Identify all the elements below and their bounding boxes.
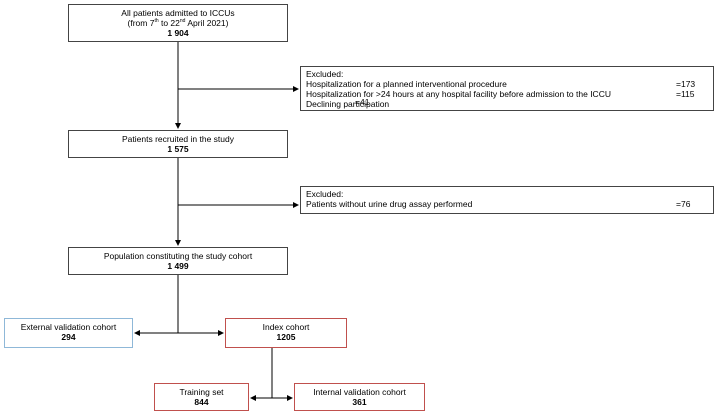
excluded-item-label: Patients without urine drug assay perfor…: [306, 199, 473, 209]
excluded-item-value: =115: [676, 89, 695, 99]
excluded-item-label: Hospitalization for a planned interventi…: [306, 79, 507, 89]
external-validation-label: External validation cohort: [20, 322, 117, 332]
training-set-count: 844: [194, 397, 209, 407]
internal-validation-box: Internal validation cohort 361: [294, 383, 425, 411]
all-patients-count: 1 904: [167, 28, 189, 38]
excluded-item-value: =173: [676, 79, 696, 89]
excluded-item: Hospitalization for >24 hours at any hos…: [306, 89, 708, 99]
excluded-item: Hospitalization for a planned interventi…: [306, 79, 708, 89]
external-validation-box: External validation cohort 294: [4, 318, 133, 348]
excluded-item-label: Declining participation: [306, 99, 390, 109]
study-cohort-count: 1 499: [167, 261, 189, 271]
excluded-item-value: =76: [676, 199, 691, 209]
excluded-title: Excluded:: [306, 69, 344, 79]
index-cohort-count: 1205: [276, 332, 296, 342]
all-patients-label: All patients admitted to ICCUs: [121, 8, 235, 18]
study-cohort-label: Population constituting the study cohort: [103, 251, 253, 261]
all-patients-box: All patients admitted to ICCUs (from 7th…: [68, 4, 288, 42]
excluded-item: Patients without urine drug assay perfor…: [306, 199, 708, 209]
excluded-box-1: Excluded: Hospitalization for a planned …: [300, 66, 714, 111]
excluded-title: Excluded:: [306, 189, 344, 199]
excluded-item-label: Hospitalization for >24 hours at any hos…: [306, 89, 611, 99]
recruited-count: 1 575: [167, 144, 189, 154]
recruited-label: Patients recruited in the study: [122, 134, 234, 144]
external-validation-count: 294: [61, 332, 76, 342]
training-set-label: Training set: [179, 387, 224, 397]
date-range-label: (from 7th to 22nd April 2021): [127, 18, 229, 28]
index-cohort-label: Index cohort: [262, 322, 310, 332]
internal-validation-label: Internal validation cohort: [313, 387, 406, 397]
excluded-box-2: Excluded: Patients without urine drug as…: [300, 186, 714, 214]
excluded-item: Declining participation: [306, 99, 708, 109]
index-cohort-box: Index cohort 1205: [225, 318, 347, 348]
recruited-box: Patients recruited in the study 1 575: [68, 130, 288, 158]
excluded-item-value: =41: [355, 97, 370, 107]
internal-validation-count: 361: [352, 397, 367, 407]
study-cohort-box: Population constituting the study cohort…: [68, 247, 288, 275]
training-set-box: Training set 844: [154, 383, 249, 411]
